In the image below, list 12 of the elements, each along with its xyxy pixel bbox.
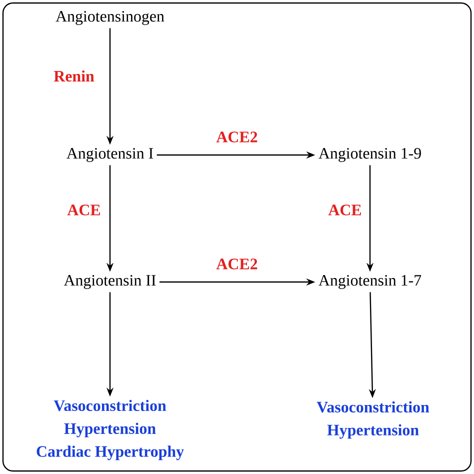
peptide-label: Angiotensin I	[66, 148, 154, 162]
effect-label: Vasoconstriction Hypertension Cardiac Hypertrophy	[36, 400, 184, 460]
peptide-label: Angiotensin II	[64, 275, 156, 289]
enzyme-label: Renin	[54, 70, 94, 82]
peptide-label: Angiotensin 1-9	[318, 148, 421, 162]
effect-label: Vasoconstriction Hypertension	[316, 401, 430, 439]
enzyme-label: ACE	[328, 204, 361, 216]
peptide-label: Angiotensin 1-7	[318, 275, 422, 289]
enzyme-label: ACE2	[216, 258, 258, 270]
enzyme-label: ACE2	[216, 132, 258, 142]
peptide-label: Angiotensinogen	[56, 11, 164, 25]
enzyme-label: ACE	[67, 204, 100, 216]
